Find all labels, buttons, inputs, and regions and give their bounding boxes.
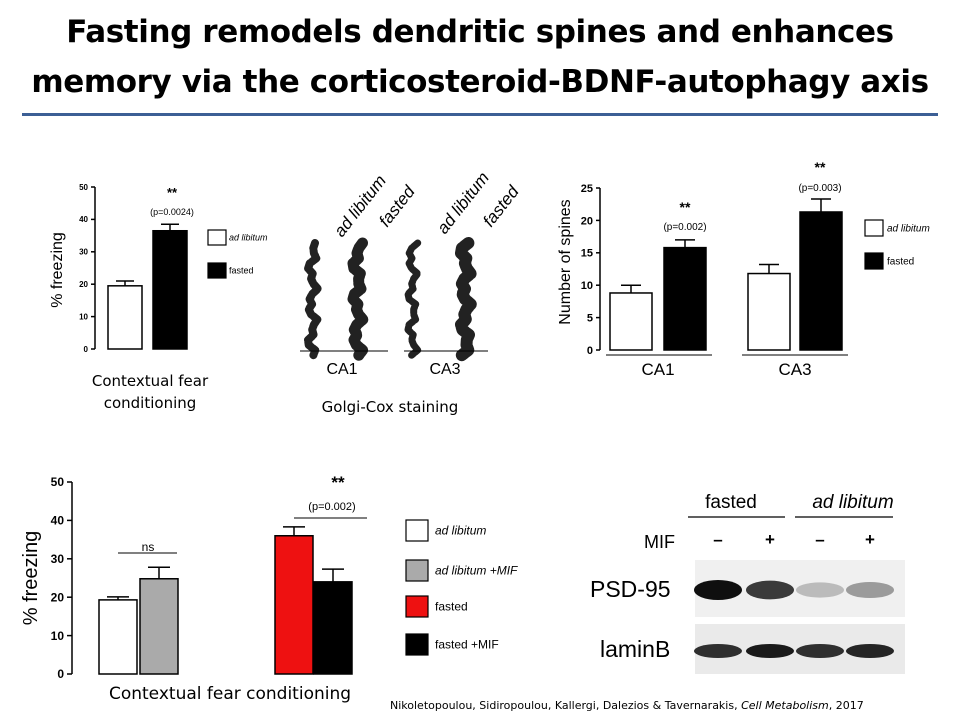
chart1-significance-stars: ** [167,185,178,200]
chart1-fasted-legend-swatch [207,262,227,279]
blot-psd95-band-2 [796,582,844,598]
blot-group-ad-libitum: ad libitum [812,492,893,513]
chart1-y-tick-label: 20 [79,280,88,289]
chart3-ad-libitum-mif-legend-label: ad libitum +MIF [435,564,518,578]
chart3-ns-label: ns [142,540,155,554]
chart3-y-tick-label: 40 [51,514,65,528]
golgi-region-ca3: CA3 [429,361,460,378]
chart2-ca1-stars: ** [680,199,691,215]
blot-group-fasted: fasted [705,492,757,513]
blot-psd95-band-3 [846,581,894,599]
citation: Nikoletopoulou, Sidiropoulou, Kallergi, … [390,699,864,712]
chart2-ca1-p-value: (p=0.002) [663,222,706,233]
chart1-caption-line-1: Contextual fear [91,372,209,390]
chart3-ad-libitum-legend-label: ad libitum [435,524,486,538]
chart3-ad-libitum-bar [98,599,138,675]
blot-laminb-band-1 [746,644,794,658]
chart3-fasted-mif-bar [313,581,353,675]
blot-psd95-band-1 [746,580,794,600]
chart1-fasted-bar [152,229,188,350]
chart2-ad-libitum-legend-label: ad libitum [887,224,930,235]
dendrite-image-3 [455,237,477,362]
chart1-y-tick-label: 30 [79,248,88,257]
chart2-y-tick-label: 20 [581,215,593,227]
chart3-ad-libitum-legend-swatch [405,519,429,542]
chart2-ca3-p-value: (p=0.003) [798,183,841,194]
citation-year: , 2017 [828,699,864,712]
blot-row-label-psd95: PSD-95 [590,576,671,602]
slide-title-line-2: memory via the corticosteroid-BDNF-autop… [31,64,929,100]
chart3-fasted-mif-legend-swatch [405,633,429,656]
chart1-ad-libitum-legend-swatch [207,229,227,246]
blot-lane-sign-1: + [765,530,775,549]
blot-laminb-band-3 [846,644,894,658]
chart2-ca3-stars: ** [815,159,826,175]
chart1-y-axis-label: % freezing [49,232,66,308]
dendrite-image-0 [304,239,322,360]
dendrite-image-2 [404,239,422,359]
chart3-caption: Contextual fear conditioning [108,684,352,704]
chart1-caption-line-2: conditioning [103,394,197,412]
golgi-label-0: ad libitum [330,171,390,240]
chart2-y-tick-label: 15 [581,248,593,260]
citation-authors: Nikoletopoulou, Sidiropoulou, Kallergi, … [390,699,738,712]
golgi-label-2: ad libitum [433,168,493,237]
chart1-y-tick-label: 10 [79,312,88,321]
chart3-fasted-bar [274,535,314,675]
blot-laminb-band-2 [796,644,844,658]
blot-treatment-label: MIF [644,532,675,552]
chart1-caption: Contextual fear conditioning [70,370,230,414]
chart2-y-tick-label: 10 [581,280,593,292]
slide-title-line-1: Fasting remodels dendritic spines and en… [66,14,894,50]
chart3-y-tick-label: 10 [51,629,65,643]
chart1-ad-libitum-legend-label: ad libitum [229,233,268,243]
chart3-y-axis-label: % freezing [20,531,42,626]
chart1-fasted-legend-label: fasted [229,266,254,276]
dendrite-image-1 [347,237,369,361]
chart1-p-value: (p=0.0024) [150,207,194,217]
title-divider [22,113,938,116]
chart3-ad-libitum-mif-legend-swatch [405,559,429,582]
blot-lane-sign-3: + [865,530,875,549]
chart3-y-tick-label: 50 [51,475,65,489]
chart1-ad-libitum-bar [107,285,143,350]
blot-lane-sign-0: – [713,530,722,549]
blot-lane-sign-2: – [815,530,824,549]
chart3-fasted-legend-swatch [405,595,429,618]
blot-psd95-band-0 [694,580,742,600]
chart3-ad-libitum-mif-bar [139,578,179,675]
chart1-y-tick-label: 0 [84,345,89,354]
chart2-y-tick-label: 25 [581,183,593,195]
chart1-y-tick-label: 40 [79,215,88,224]
chart2-ca1-fasted-bar [663,246,707,351]
chart2-ca3-fasted-bar [799,211,843,351]
chart2-y-tick-label: 0 [587,345,593,357]
chart3-significance-stars: ** [331,473,345,492]
chart3-fasted-legend-label: fasted [435,600,468,614]
chart3-y-tick-label: 20 [51,590,65,604]
chart1-y-tick-label: 50 [79,183,88,192]
chart2-ca1-ad-libitum-bar [609,292,653,351]
chart2-ca3-ad-libitum-bar [747,272,791,351]
chart2-y-axis-label: Number of spines [557,199,574,324]
citation-journal: Cell Metabolism [741,699,829,712]
chart2-fasted-legend-label: fasted [887,257,914,268]
chart3-y-tick-label: 0 [57,667,64,681]
chart2-ad-libitum-legend-swatch [864,219,884,237]
blot-laminb-band-0 [694,644,742,658]
blot-row-label-laminb: laminB [600,636,670,662]
chart2-y-tick-label: 5 [587,312,593,324]
chart2-fasted-legend-swatch [864,252,884,270]
chart3-y-tick-label: 30 [51,552,65,566]
chart3-fasted-mif-legend-label: fasted +MIF [435,638,499,652]
golgi-region-ca1: CA1 [326,361,357,378]
chart2-x-label-ca1: CA1 [641,360,674,379]
golgi-caption: Golgi-Cox staining [321,398,459,416]
chart3-p-value: (p=0.002) [308,501,355,513]
chart2-x-label-ca3: CA3 [778,360,811,379]
